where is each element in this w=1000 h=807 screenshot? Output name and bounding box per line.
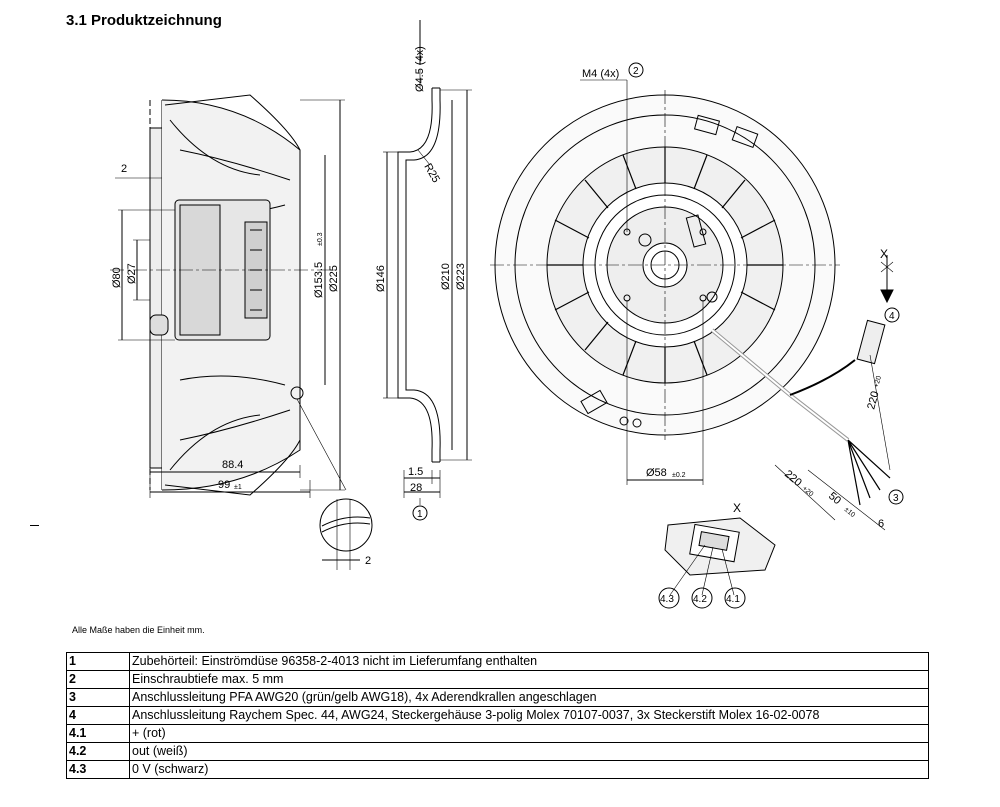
dim-cable-220a: 220 <box>865 390 881 411</box>
legend-text: Anschlussleitung Raychem Spec. 44, AWG24… <box>129 706 929 725</box>
callout-4-2: 4.2 <box>691 587 713 609</box>
legend-number: 3 <box>66 688 130 707</box>
dim-r25: R25 <box>421 162 441 185</box>
dim-d146: Ø146 <box>375 265 387 292</box>
callout-4-3: 4.3 <box>658 587 680 609</box>
dim-len-88: 88.4 <box>222 459 243 471</box>
legend-number: 4 <box>66 706 130 725</box>
callout-4-1: 4.1 <box>724 587 746 609</box>
dim-m4: M4 (4x) <box>582 68 619 80</box>
dim-d210: Ø210 <box>440 263 452 290</box>
dim-d225: Ø225 <box>328 265 340 292</box>
dim-d58-tol: ±0.2 <box>672 472 686 479</box>
legend-text: + (rot) <box>129 724 929 743</box>
svg-text:1: 1 <box>417 509 423 520</box>
callout-3: 3 <box>888 489 904 505</box>
dim-d45: Ø4.5 (4x) <box>414 46 426 92</box>
svg-text:4.2: 4.2 <box>693 594 707 605</box>
units-note: Alle Maße haben die Einheit mm. <box>72 625 205 635</box>
dim-d80: Ø80 <box>111 267 123 288</box>
dim-detail-2: 2 <box>365 555 371 567</box>
dim-len-15: 1.5 <box>408 466 423 478</box>
front-view <box>490 79 894 531</box>
legend-number: 4.3 <box>66 760 130 779</box>
svg-text:3: 3 <box>893 493 899 504</box>
dim-d27: Ø27 <box>126 263 138 284</box>
svg-text:4.3: 4.3 <box>660 594 674 605</box>
margin-mark <box>30 525 39 526</box>
legend-text: 0 V (schwarz) <box>129 760 929 779</box>
legend-number: 4.1 <box>66 724 130 743</box>
product-drawing: 2 Ø80 Ø27 Ø153.5 ±0.3 Ø225 88.4 99 ±1 2 <box>110 20 904 609</box>
legend-number: 4.2 <box>66 742 130 761</box>
dim-len-6: 6 <box>878 518 884 530</box>
dim-len-50: 50 <box>826 490 843 507</box>
dim-cable-220b: 220 <box>782 468 804 489</box>
legend-text: Anschlussleitung PFA AWG20 (grün/gelb AW… <box>129 688 929 707</box>
dim-cable-220b-tol: +20 <box>801 485 815 498</box>
legend-row: 4.1+ (rot) <box>66 724 929 743</box>
svg-text:4.1: 4.1 <box>726 594 740 605</box>
dim-d153: Ø153.5 <box>313 262 325 298</box>
legend-text: Zubehörteil: Einströmdüse 96358-2-4013 n… <box>129 652 929 671</box>
section-title: 3.1 Produktzeichnung <box>66 12 222 29</box>
dim-d223: Ø223 <box>455 263 467 290</box>
detail-view <box>319 498 373 570</box>
view-x-title: X <box>733 501 741 515</box>
connector-view-x <box>664 517 776 596</box>
dim-gap-left: 2 <box>121 163 127 175</box>
side-view <box>110 94 347 498</box>
dim-len-50-tol: ±10 <box>843 506 856 519</box>
legend-number: 1 <box>66 652 130 671</box>
dim-len-28: 28 <box>410 482 422 494</box>
dim-len-99: 99 <box>218 479 230 491</box>
legend-number: 2 <box>66 670 130 689</box>
dim-d153-tol: ±0.3 <box>317 232 324 246</box>
legend-text: Einschraubtiefe max. 5 mm <box>129 670 929 689</box>
view-x-arrow-label: X <box>880 247 888 261</box>
legend-text: out (weiß) <box>129 742 929 761</box>
dim-len-99-tol: ±1 <box>234 484 242 491</box>
callout-2: 2 <box>628 62 644 78</box>
svg-text:2: 2 <box>633 66 639 77</box>
dim-cable-220a-tol: +20 <box>873 375 883 388</box>
callout-4: 4 <box>884 307 900 323</box>
svg-text:4: 4 <box>889 311 895 322</box>
dim-d58: Ø58 <box>646 467 667 479</box>
callout-1: 1 <box>412 505 428 521</box>
nozzle-section <box>383 20 472 505</box>
